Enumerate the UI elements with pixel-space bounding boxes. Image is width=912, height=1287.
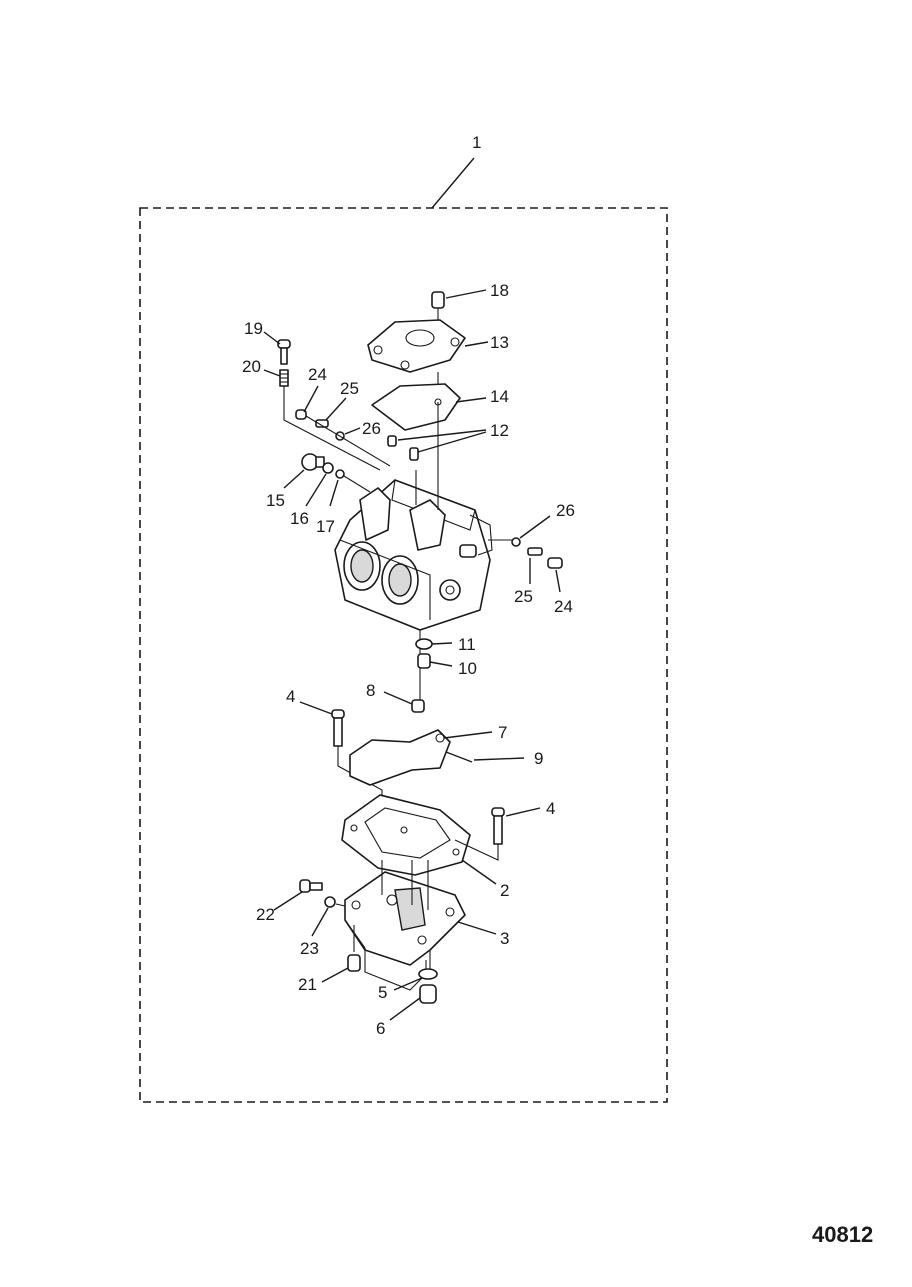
label-25-left: 25: [340, 379, 359, 398]
label-21: 21: [298, 975, 317, 994]
assembly-boundary: [139, 207, 668, 1103]
leader-20: [263, 369, 281, 377]
label-4-left: 4: [286, 687, 295, 706]
part-7-float: [349, 729, 451, 786]
part-20-spring: [279, 369, 289, 387]
leader-12b: [417, 431, 487, 453]
part-10-jet: [417, 653, 431, 669]
label-15: 15: [266, 491, 285, 510]
label-17: 17: [316, 517, 335, 536]
part-14-gasket: [371, 383, 461, 431]
label-25-right: 25: [514, 587, 533, 606]
part-19-screw: [277, 339, 291, 365]
label-11: 11: [458, 635, 476, 654]
label-3: 3: [500, 929, 509, 948]
label-18: 18: [490, 281, 509, 300]
part-24-right: [547, 557, 563, 569]
label-14: 14: [490, 387, 509, 406]
part-18-fitting: [431, 291, 445, 330]
part-8-screw: [411, 699, 425, 713]
part-9-pin: [445, 751, 473, 763]
leader-14: [455, 397, 487, 403]
part-11-washer: [415, 638, 433, 650]
part-26-right: [511, 537, 521, 547]
label-22: 22: [256, 905, 275, 924]
part-6-drain-plug: [419, 984, 437, 1004]
reference-number: 40812: [812, 1222, 873, 1247]
part-3-float-bowl: [344, 871, 466, 991]
leader-18: [445, 289, 487, 299]
part-24-left: [295, 409, 307, 420]
part-22-screw: [299, 879, 323, 893]
label-8: 8: [366, 681, 375, 700]
part-17-oring: [335, 469, 345, 479]
part-16-washer: [322, 462, 334, 474]
part-13-cover: [367, 319, 466, 373]
label-6: 6: [376, 1019, 385, 1038]
label-24-left: 24: [308, 365, 327, 384]
part-12-jets: [387, 435, 419, 461]
label-12: 12: [490, 421, 509, 440]
part-25-left: [315, 419, 329, 428]
label-19: 19: [244, 319, 263, 338]
carburetor-body: [334, 402, 493, 631]
label-5: 5: [378, 983, 387, 1002]
leader-19: [263, 331, 281, 345]
label-20: 20: [242, 357, 261, 376]
part-5-gasket: [418, 968, 438, 980]
label-10: 10: [458, 659, 477, 678]
label-9: 9: [534, 749, 543, 768]
part-4-right-pin: [491, 807, 505, 845]
label-13: 13: [490, 333, 509, 352]
part-23-washer: [324, 896, 336, 908]
label-2: 2: [500, 881, 509, 900]
part-4-left-pin: [331, 709, 345, 747]
part-15-plug: [301, 453, 325, 471]
leader-13: [464, 341, 489, 347]
leader-12a: [397, 429, 487, 441]
part-2-gasket: [341, 794, 471, 876]
label-16: 16: [290, 509, 309, 528]
label-7: 7: [498, 723, 507, 742]
leader-1: [431, 157, 475, 209]
label-4-right: 4: [546, 799, 555, 818]
label-24-right: 24: [554, 597, 573, 616]
part-21-plug: [347, 954, 361, 972]
part-25-right: [527, 547, 543, 556]
label-26-right: 26: [556, 501, 575, 520]
label-23: 23: [300, 939, 319, 958]
label-1: 1: [472, 133, 481, 152]
label-26-left: 26: [362, 419, 381, 438]
